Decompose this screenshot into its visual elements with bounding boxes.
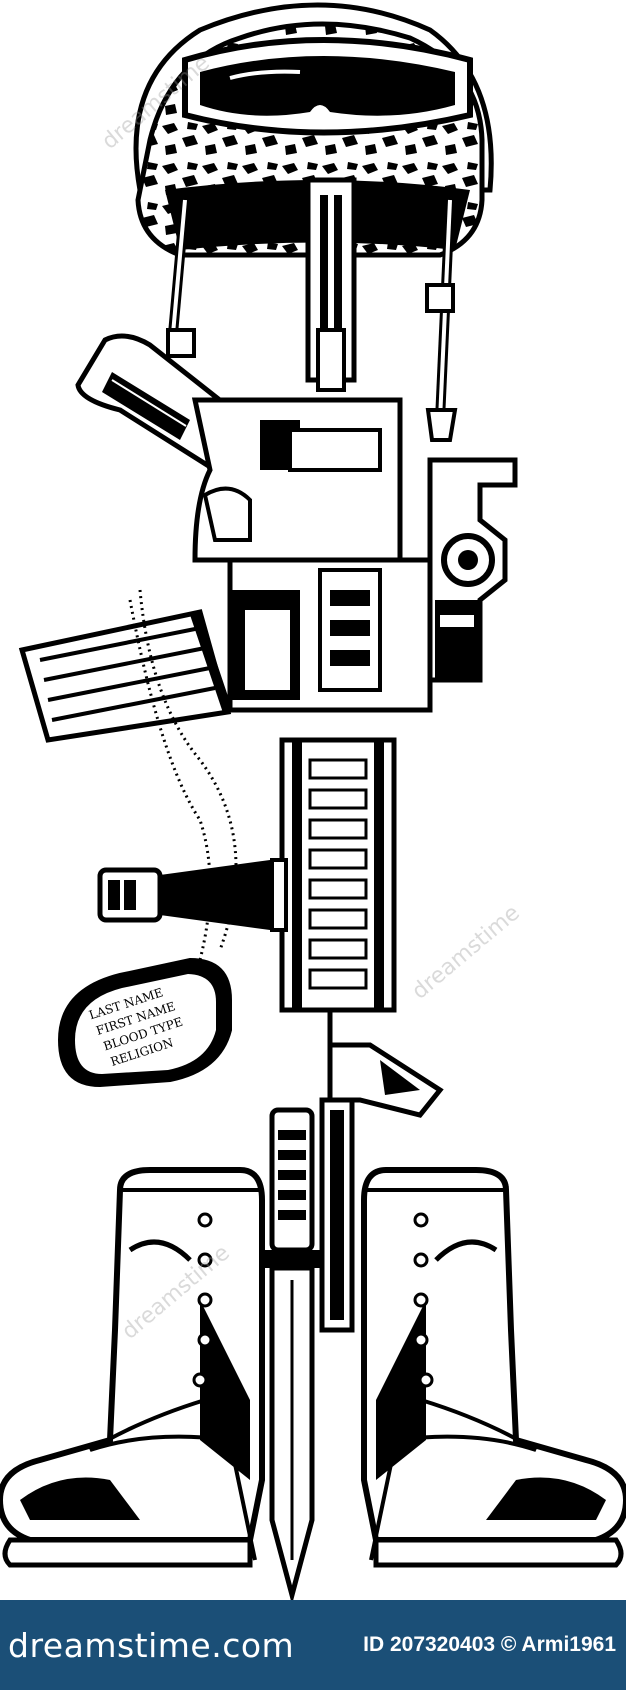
goggles xyxy=(182,37,473,136)
left-boot xyxy=(0,1167,265,1568)
handguard xyxy=(279,737,397,1013)
rifle xyxy=(18,177,518,1333)
scope xyxy=(427,457,518,683)
chin-straps xyxy=(166,199,458,442)
right-boot xyxy=(361,1167,626,1568)
magazine xyxy=(18,609,233,743)
footer-bar: dreamstime.com ID 207320403 © Armi1961 xyxy=(0,1600,626,1690)
flashlight xyxy=(97,858,288,932)
image-credit: ID 207320403 © Armi1961 xyxy=(363,1633,616,1656)
helmet xyxy=(133,2,494,442)
bayonet xyxy=(262,1107,322,1600)
dog-tag: LAST NAME FIRST NAME BLOOD TYPE RELIGION xyxy=(57,589,238,1088)
brand-logo-text[interactable]: dreamstime.com xyxy=(8,1626,295,1665)
battle-cross-illustration: LAST NAME FIRST NAME BLOOD TYPE RELIGION xyxy=(0,2,626,1600)
